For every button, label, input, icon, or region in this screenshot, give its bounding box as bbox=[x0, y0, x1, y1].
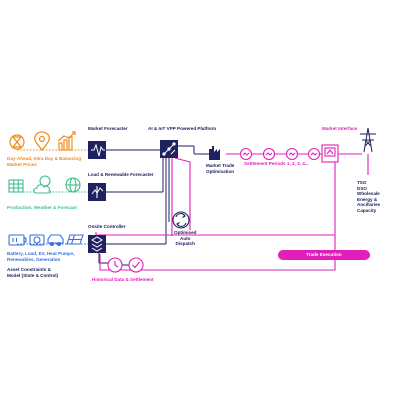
day-ahead-label: Day-Ahead, Intra Day & Balancing Market … bbox=[7, 156, 82, 167]
heat-pump-icon bbox=[29, 234, 45, 246]
market-forecaster-icon bbox=[88, 141, 106, 159]
settlement-trade-icon-1 bbox=[239, 147, 253, 161]
globe-icon bbox=[65, 177, 81, 193]
battery-label: Battery, Load, EV, Heat Pumps, Renewable… bbox=[7, 251, 75, 262]
settlement-periods-label: Settlement Periods 1, 2, 3, 4... bbox=[244, 161, 309, 166]
settlement-trade-icon-3 bbox=[285, 147, 299, 161]
trade-execution-bar bbox=[278, 250, 370, 260]
vpp-platform-label: AI & IoT VPP Powered Platform bbox=[148, 126, 217, 131]
load-forecaster-label: Load & Renewable Forecaster bbox=[88, 172, 154, 177]
clock-icon bbox=[107, 257, 123, 273]
market-interface-icon bbox=[321, 144, 339, 163]
hourglass-icon bbox=[9, 134, 25, 150]
checkmark-icon bbox=[128, 257, 144, 273]
ev-car-icon bbox=[47, 234, 64, 247]
market-interface-label: Market Interface bbox=[322, 126, 358, 131]
onsite-controller-icon bbox=[88, 235, 106, 253]
factory-icon bbox=[209, 146, 220, 160]
solar-panel-icon bbox=[8, 179, 24, 193]
optimised-dispatch-label: Optimised Auto Dispatch bbox=[174, 230, 197, 247]
optimised-dispatch-icon bbox=[172, 211, 190, 229]
onsite-controller-label: Onsite Controller bbox=[88, 224, 126, 229]
market-forecaster-label: Market Forecaster bbox=[88, 126, 128, 131]
navy-connectors bbox=[98, 145, 218, 266]
battery-icon bbox=[8, 234, 27, 246]
bar-chart-icon bbox=[57, 131, 76, 151]
settlement-trade-icon-4 bbox=[307, 147, 321, 161]
cloud-sun-icon bbox=[33, 175, 52, 194]
pylon-icon bbox=[360, 127, 376, 153]
vpp-platform-icon bbox=[160, 140, 178, 158]
load-forecaster-icon bbox=[88, 183, 106, 201]
trade-execution-label: Trade Execution bbox=[306, 252, 342, 257]
market-trade-label: Market Trade Optimisation bbox=[206, 163, 235, 174]
solar-array-icon bbox=[66, 234, 84, 245]
historical-label: Historical Data & Settlement bbox=[92, 277, 154, 282]
settlement-trade-icon-2 bbox=[262, 147, 276, 161]
tso-list-label: TSO DSO Wholesale Energy & Ancillaries C… bbox=[357, 180, 381, 213]
asset-constraints-label: Asset Constraints & Model (State & Contr… bbox=[7, 267, 59, 278]
production-label: Production, Weather & Forecast bbox=[7, 205, 77, 210]
location-pin-icon bbox=[34, 131, 50, 151]
